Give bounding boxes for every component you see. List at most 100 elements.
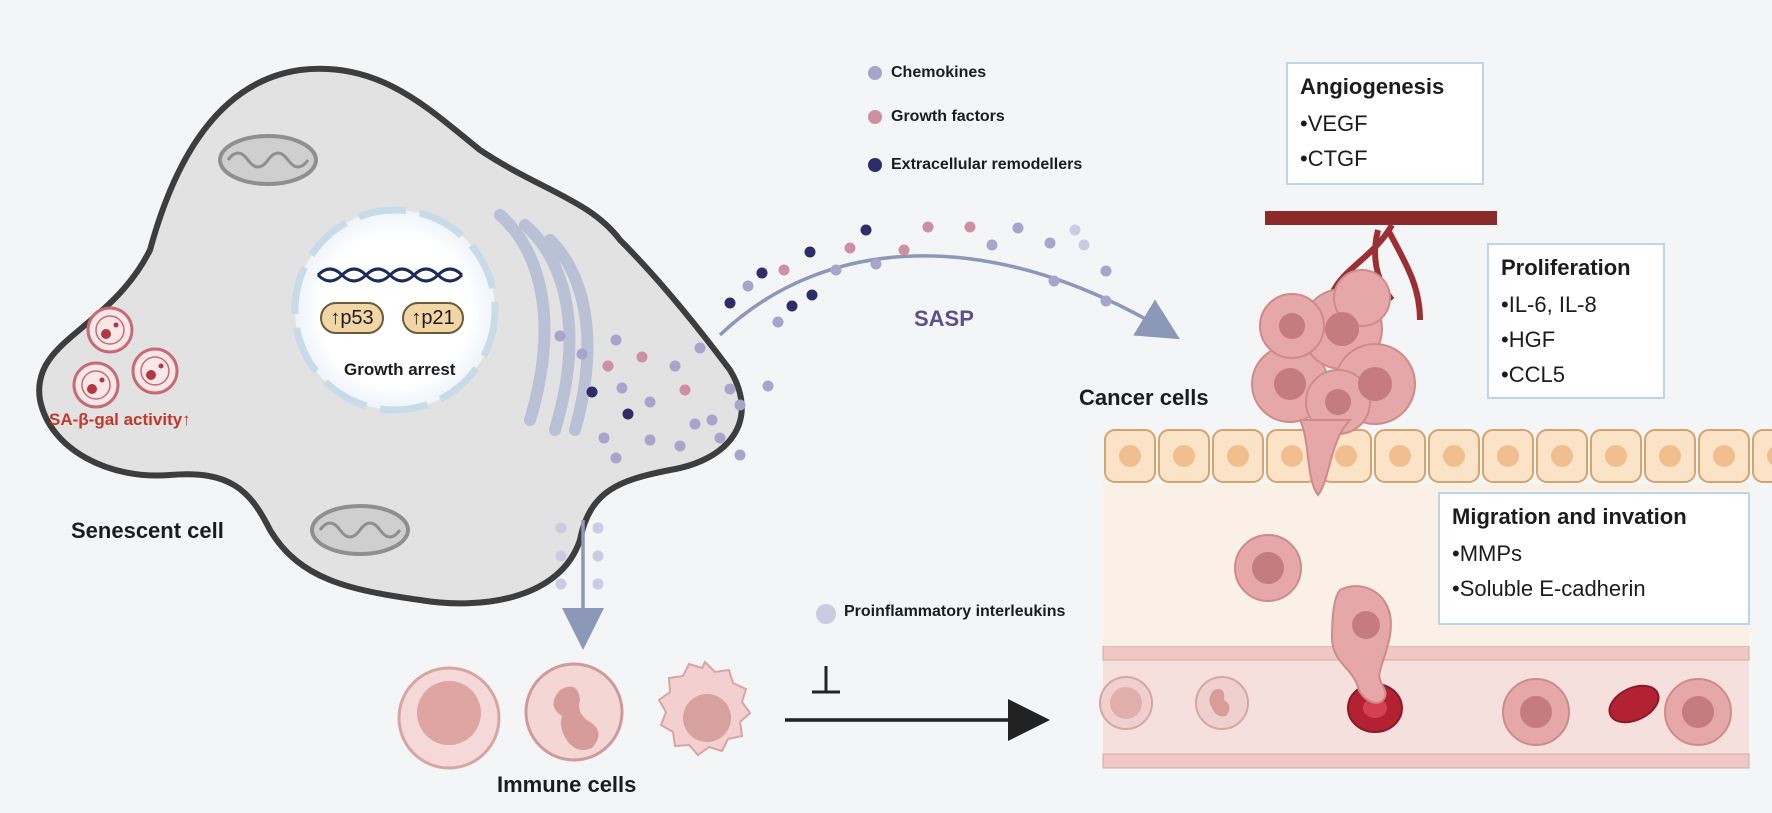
sasp-particle bbox=[724, 383, 736, 395]
dna-helix bbox=[316, 267, 464, 283]
sasp-particle bbox=[724, 297, 736, 309]
legend-growth-factors: Growth factors bbox=[891, 108, 1005, 125]
sasp-particle bbox=[598, 432, 610, 444]
sasp-particle bbox=[860, 224, 872, 236]
sasp-particle bbox=[689, 418, 701, 430]
sasp-particle bbox=[756, 267, 768, 279]
growth-arrest-label: Growth arrest bbox=[344, 360, 456, 379]
epithelial-nucleus bbox=[1551, 445, 1573, 467]
sasp-particle bbox=[555, 578, 567, 590]
migrating-cancer-cell bbox=[1234, 534, 1732, 746]
sasp-particle bbox=[644, 434, 656, 446]
sasp-particle bbox=[622, 408, 634, 420]
epithelial-nucleus bbox=[1389, 445, 1411, 467]
legend-chemokines: Chemokines bbox=[891, 64, 987, 81]
sasp-particle bbox=[898, 244, 910, 256]
legend-extracellular-remodellers: Extracellular remodellers bbox=[891, 156, 1083, 173]
angiogenesis-box: Angiogenesis •VEGF •CTGF bbox=[1286, 62, 1484, 185]
sasp-particle bbox=[669, 360, 681, 372]
epithelial-nucleus bbox=[1659, 445, 1681, 467]
angiogenesis-title: Angiogenesis bbox=[1300, 74, 1445, 99]
sasp-particle bbox=[706, 414, 718, 426]
legend-dot-chemokines bbox=[868, 66, 882, 80]
sasp-particle bbox=[844, 242, 856, 254]
epithelial-nucleus bbox=[1119, 445, 1141, 467]
sa-beta-gal-label: SA-β-gal activity↑ bbox=[49, 410, 191, 429]
sasp-particle bbox=[674, 440, 686, 452]
epithelial-nucleus bbox=[1227, 445, 1249, 467]
sasp-particle bbox=[830, 264, 842, 276]
epithelial-nucleus bbox=[1173, 445, 1195, 467]
proliferation-box: Proliferation •IL-6, IL-8 •HGF •CCL5 bbox=[1487, 243, 1665, 399]
sasp-particle bbox=[554, 330, 566, 342]
epithelial-nucleus bbox=[1335, 445, 1357, 467]
sasp-arrow bbox=[718, 254, 1180, 340]
epithelial-nucleus bbox=[1767, 446, 1772, 466]
migration-item: •MMPs bbox=[1452, 541, 1523, 566]
epithelial-layer bbox=[1104, 429, 1772, 483]
senescent-cell-label: Senescent cell bbox=[71, 518, 224, 543]
sasp-particle bbox=[602, 360, 614, 372]
sasp-particle bbox=[576, 348, 588, 360]
proliferation-title: Proliferation bbox=[1501, 255, 1631, 280]
migration-title: Migration and invation bbox=[1452, 504, 1687, 529]
sasp-particle bbox=[1012, 222, 1024, 234]
proliferation-item: •HGF bbox=[1501, 327, 1556, 352]
sasp-particle bbox=[610, 452, 622, 464]
sasp-particle bbox=[806, 289, 818, 301]
epithelial-cell bbox=[1752, 429, 1772, 483]
sasp-particle bbox=[922, 221, 934, 233]
immune-cells-label: Immune cells bbox=[497, 772, 637, 797]
sasp-particle bbox=[870, 258, 882, 270]
legend-dot-proinflammatory-interleukins bbox=[816, 604, 836, 624]
legend-dot-growth-factors bbox=[868, 110, 882, 124]
blood-vessel bbox=[1099, 645, 1750, 769]
sasp-particle bbox=[778, 264, 790, 276]
sasp-particle bbox=[1048, 275, 1060, 287]
sasp-particle bbox=[714, 432, 726, 444]
migration-box: Migration and invation •MMPs •Soluble E-… bbox=[1438, 492, 1750, 625]
legend-proinflammatory-interleukins: Proinflammatory interleukins bbox=[844, 603, 1066, 620]
cancer-cells-label: Cancer cells bbox=[1079, 385, 1209, 410]
proliferation-item: •IL-6, IL-8 bbox=[1501, 292, 1597, 317]
epithelial-nucleus bbox=[1443, 445, 1465, 467]
sasp-particles bbox=[554, 221, 1112, 590]
p21-badge: ↑p21 bbox=[402, 302, 464, 334]
sasp-particle bbox=[986, 239, 998, 251]
sasp-particle bbox=[1078, 239, 1090, 251]
sasp-particle bbox=[610, 334, 622, 346]
immune-cell-macrophage bbox=[657, 660, 752, 757]
migration-item: •Soluble E-cadherin bbox=[1452, 576, 1646, 601]
immune-cell-lymphocyte bbox=[397, 666, 501, 770]
sasp-particle bbox=[734, 449, 746, 461]
sasp-particle bbox=[636, 351, 648, 363]
sasp-particle bbox=[592, 522, 604, 534]
nucleus bbox=[291, 206, 499, 414]
inhibition-symbol bbox=[812, 666, 840, 694]
mitochondrion-bottom bbox=[310, 504, 410, 556]
angiogenesis-item: •VEGF bbox=[1300, 111, 1368, 136]
sasp-particle bbox=[734, 399, 746, 411]
tumor-nuclei bbox=[1274, 312, 1392, 415]
sasp-particle bbox=[762, 380, 774, 392]
sasp-particle bbox=[644, 396, 656, 408]
sasp-particle bbox=[964, 221, 976, 233]
sasp-particle bbox=[555, 522, 567, 534]
sasp-particle bbox=[804, 246, 816, 258]
proliferation-item: •CCL5 bbox=[1501, 362, 1565, 387]
sasp-particle bbox=[586, 386, 598, 398]
sasp-particle bbox=[592, 550, 604, 562]
sasp-particle bbox=[786, 300, 798, 312]
epithelial-nucleus bbox=[1281, 445, 1303, 467]
epithelial-nucleus bbox=[1713, 445, 1735, 467]
sasp-label: SASP bbox=[914, 306, 974, 331]
sasp-particle bbox=[555, 550, 567, 562]
p53-badge: ↑p53 bbox=[320, 302, 384, 334]
mitochondrion-top bbox=[218, 134, 318, 186]
sasp-particle bbox=[1044, 237, 1056, 249]
golgi-stacks bbox=[494, 209, 594, 436]
sasp-particle bbox=[616, 382, 628, 394]
lysosome-group bbox=[72, 306, 179, 409]
